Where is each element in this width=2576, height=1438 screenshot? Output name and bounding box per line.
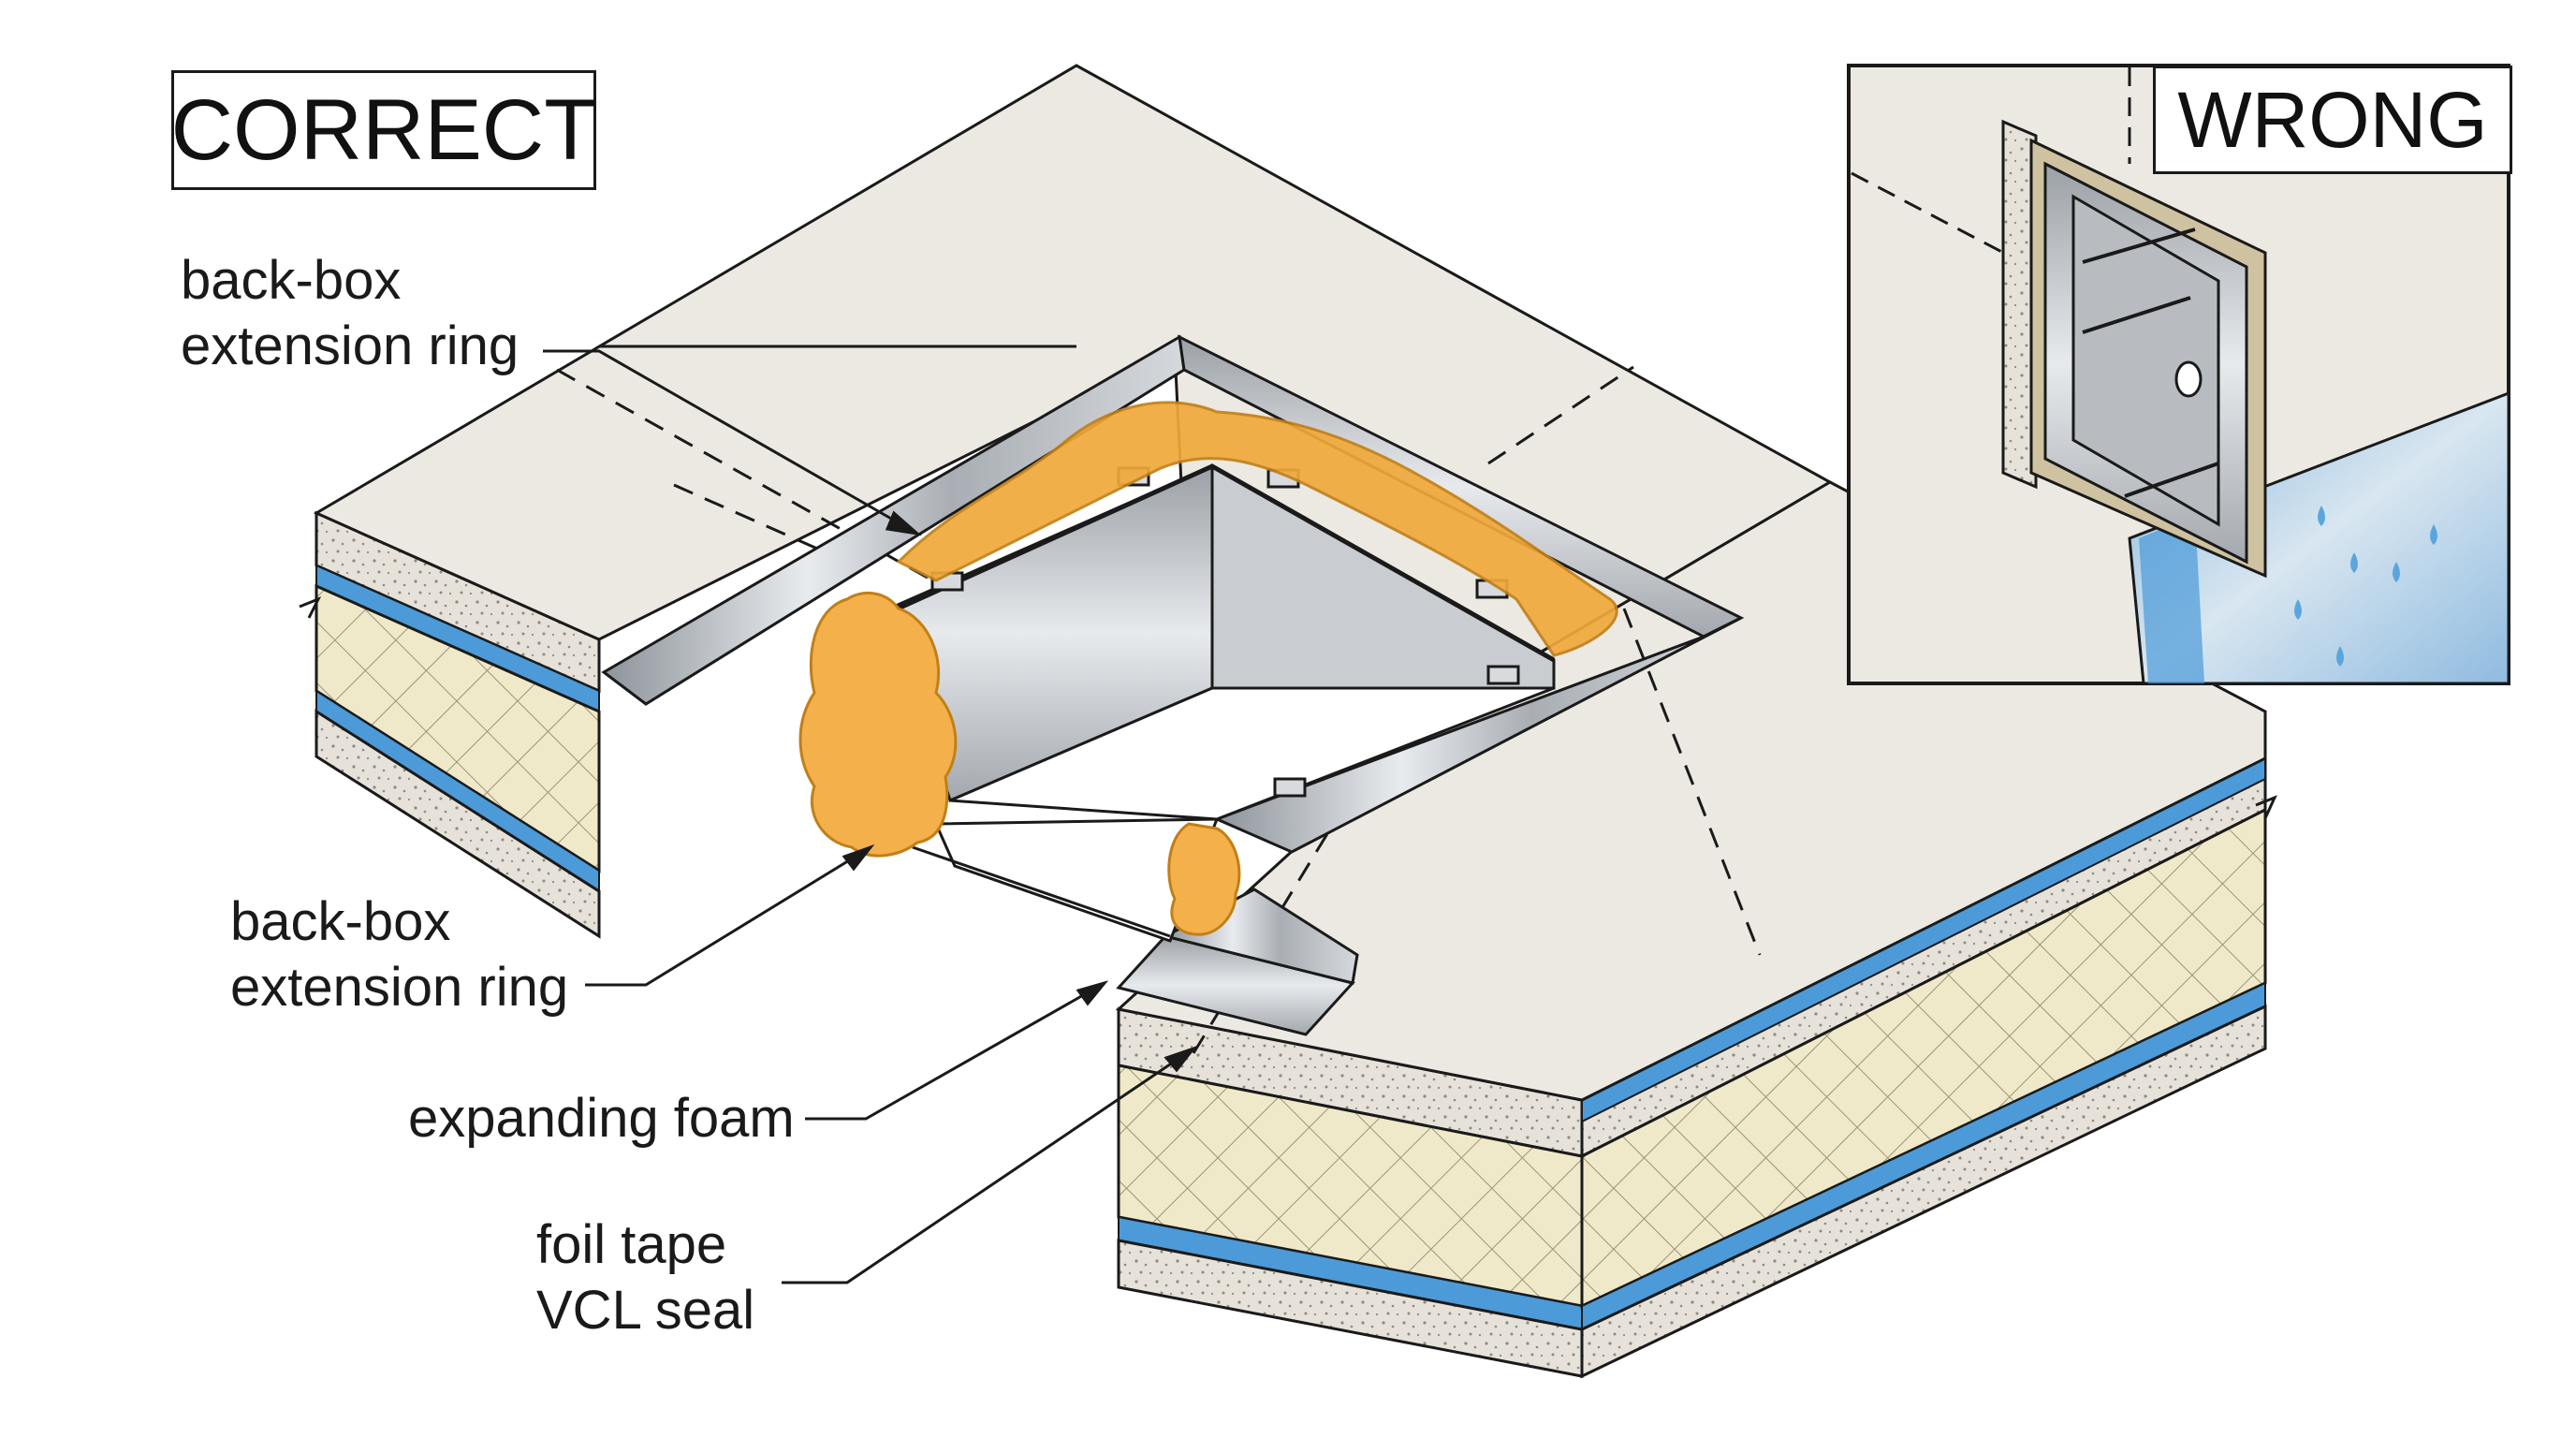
wrong-tag-text: WRONG (2177, 76, 2488, 164)
callout-tape-line2: VCL seal (536, 1280, 755, 1341)
correct-tag-text: CORRECT (170, 82, 597, 178)
wrong-tag: WRONG (2153, 66, 2512, 174)
left-slab-edge (299, 510, 601, 939)
callout-tape: foil tape VCL seal (536, 1212, 754, 1343)
callout-top-ring-line2: extension ring (181, 315, 520, 376)
correct-tag: CORRECT (171, 70, 596, 190)
expanding-foam (798, 401, 1618, 936)
callout-foam-line1: expanding foam (408, 1088, 795, 1149)
callout-foam: expanding foam (408, 1086, 795, 1152)
callout-tape-line1: foil tape (536, 1214, 727, 1275)
callout-mid-ring-line1: back-box (230, 891, 451, 952)
callout-mid-ring: back-box extension ring (230, 889, 568, 1020)
callout-top-ring-line1: back-box (181, 250, 402, 311)
right-slab-edge (1117, 756, 2277, 1379)
callout-mid-ring-line2: extension ring (230, 957, 569, 1018)
leader-lines (543, 349, 1198, 1284)
callout-top-ring: back-box extension ring (181, 248, 519, 379)
